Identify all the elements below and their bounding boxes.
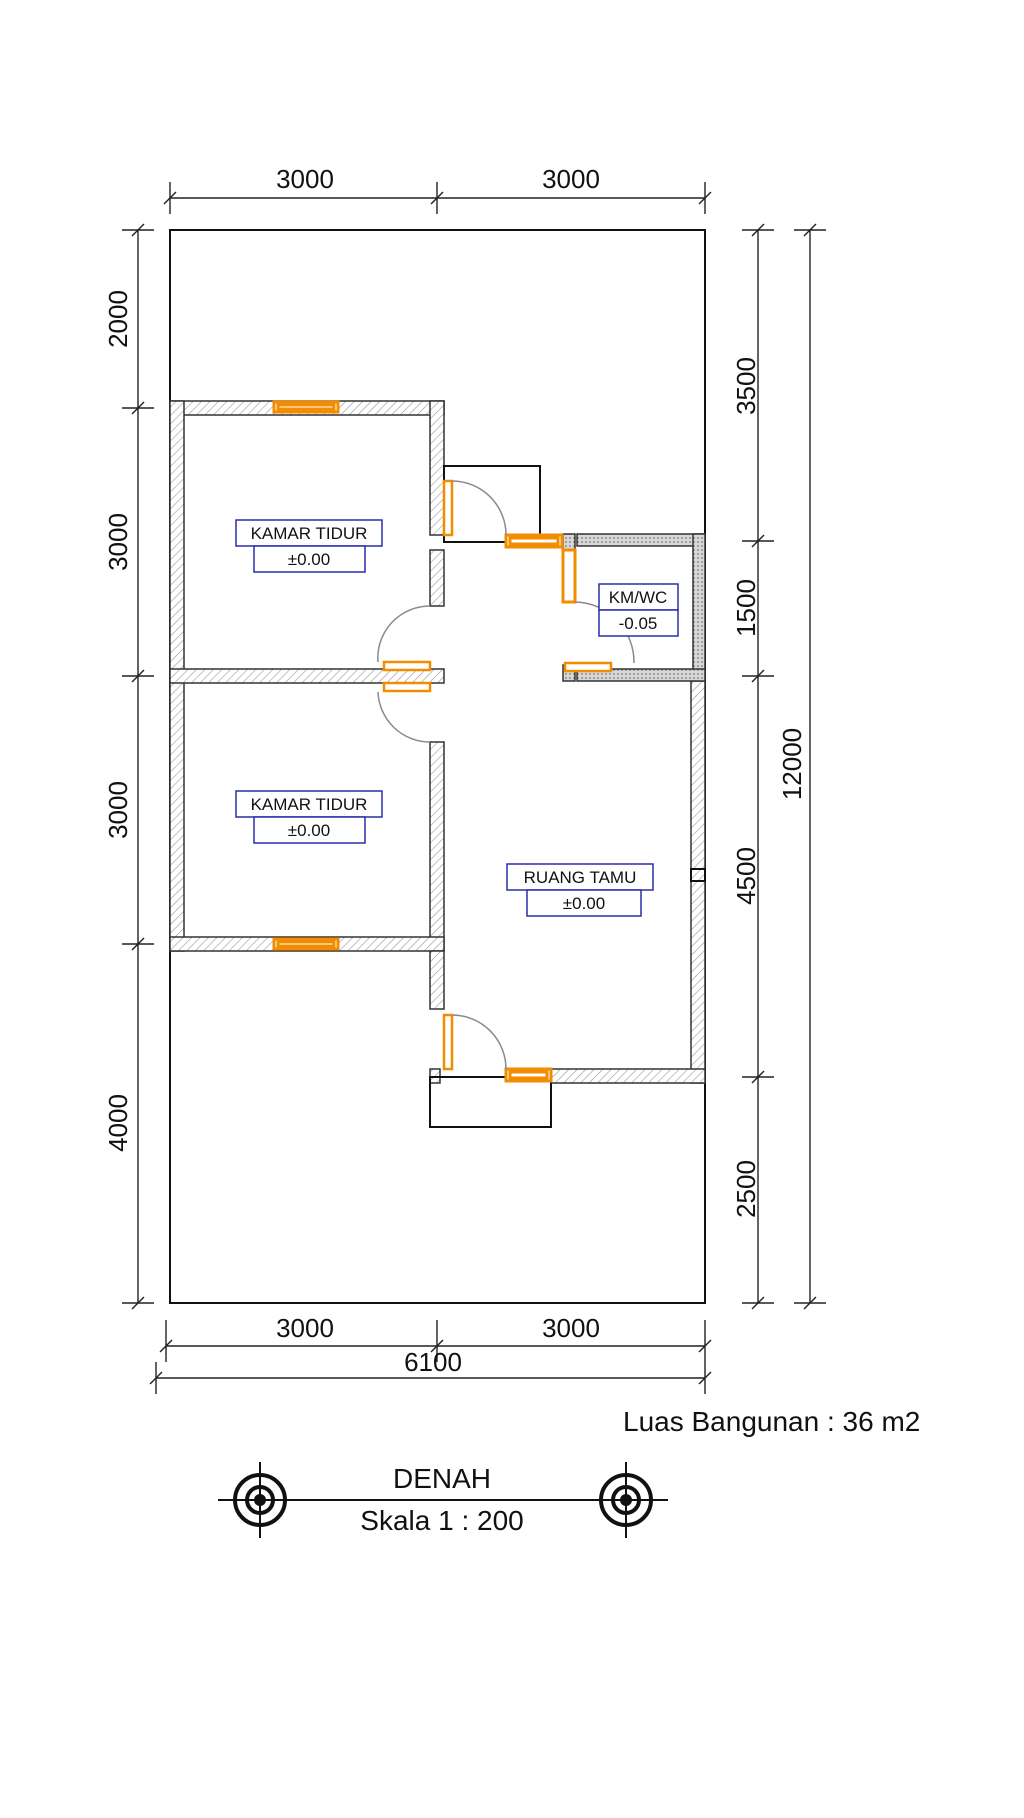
side-vent	[690, 868, 706, 882]
front-porch	[429, 1076, 552, 1128]
grid-bubble-right	[599, 1462, 653, 1538]
drawing-scale: Skala 1 : 200	[360, 1505, 523, 1536]
room-name: KAMAR TIDUR	[251, 524, 368, 543]
top-dimension-line	[163, 182, 712, 214]
room-level: -0.05	[619, 614, 658, 633]
dim-bottom-right: 3000	[542, 1313, 600, 1343]
grid-bubble-left	[233, 1462, 287, 1538]
dim-top-right: 3000	[542, 164, 600, 194]
title-block: DENAH Skala 1 : 200	[218, 1462, 668, 1538]
room-name: KAMAR TIDUR	[251, 795, 368, 814]
area-note: Luas Bangunan : 36 m2	[623, 1406, 920, 1437]
dim-left-4: 4000	[103, 1094, 133, 1152]
room-level: ±0.00	[288, 550, 330, 569]
dim-left-1: 2000	[103, 290, 133, 348]
room-name: KM/WC	[609, 588, 668, 607]
dim-right-3: 4500	[731, 847, 761, 905]
room-tag-kamar-tidur-1: KAMAR TIDUR ±0.00	[235, 519, 383, 573]
dim-left-2: 3000	[103, 513, 133, 571]
back-porch	[443, 465, 541, 543]
dim-top-left: 3000	[276, 164, 334, 194]
room-name: RUANG TAMU	[524, 868, 637, 887]
dim-bottom-left: 3000	[276, 1313, 334, 1343]
room-tag-km-wc: KM/WC -0.05	[598, 583, 679, 637]
bottom-dimension-line	[149, 1320, 712, 1394]
walls	[169, 400, 706, 1084]
left-dimension-line	[122, 223, 154, 1310]
right-dimension-line	[742, 223, 826, 1310]
drawing-title: DENAH	[393, 1463, 491, 1494]
dim-left-3: 3000	[103, 781, 133, 839]
room-tag-ruang-tamu: RUANG TAMU ±0.00	[506, 863, 654, 917]
dim-right-2: 1500	[731, 579, 761, 637]
room-level: ±0.00	[288, 821, 330, 840]
room-tag-kamar-tidur-2: KAMAR TIDUR ±0.00	[235, 790, 383, 844]
windows	[272, 400, 577, 1083]
dim-right-total: 12000	[777, 728, 807, 800]
doors	[377, 479, 635, 1071]
dim-right-4: 2500	[731, 1160, 761, 1218]
dim-bottom-total: 6100	[404, 1347, 462, 1377]
dim-right-1: 3500	[731, 357, 761, 415]
room-level: ±0.00	[563, 894, 605, 913]
